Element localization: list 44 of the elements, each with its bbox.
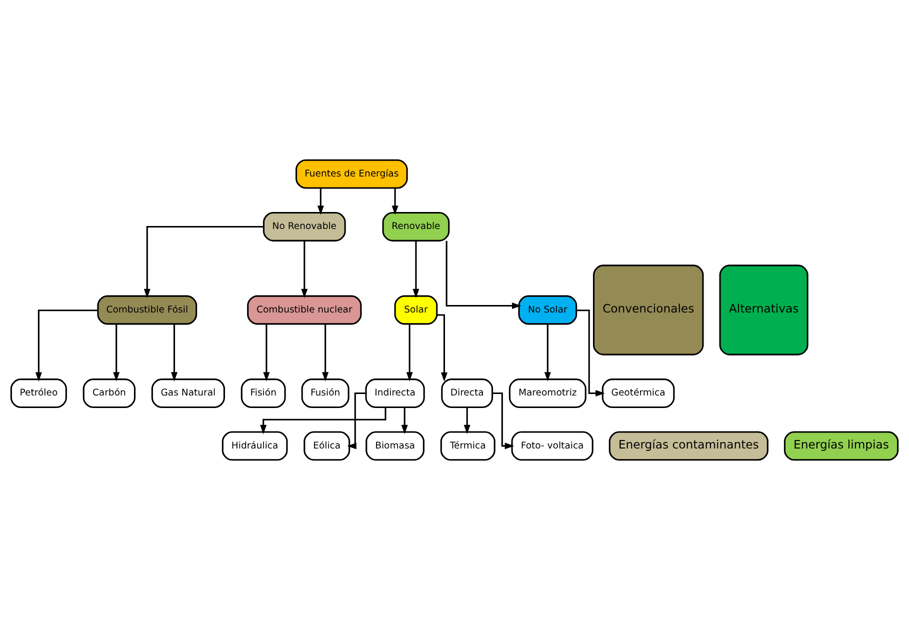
node-box: No Solar (518, 294, 578, 324)
node-box: Renovable (382, 212, 450, 241)
arrow (322, 324, 329, 381)
node-box: Gas Natural (151, 378, 225, 408)
node-box: Energías contaminantes (608, 430, 768, 460)
arrow (464, 406, 470, 434)
node-box: Biomasa (366, 430, 424, 460)
node-box: Fusión (301, 378, 350, 408)
node-box: Directa (441, 378, 494, 408)
node-box: Hidráulica (222, 430, 288, 460)
arrow (35, 309, 98, 382)
arrow (544, 324, 551, 381)
arrow (171, 324, 178, 381)
node-box: Convencionales (592, 264, 704, 355)
node-box: Alternativas (719, 264, 808, 355)
arrow (317, 188, 324, 214)
node-box: Térmica (440, 430, 496, 460)
node-box: Solar (394, 294, 438, 324)
node-box: Fisión (240, 378, 286, 408)
node-box: Indirecta (365, 378, 425, 408)
node-box: Mareomotriz (508, 378, 586, 408)
arrow (113, 324, 120, 381)
arrow (144, 225, 264, 298)
arrow (406, 324, 413, 381)
node-box: Energías limpias (784, 430, 899, 460)
node-box: Combustible Fósil (97, 294, 198, 324)
node-box: Combustible nuclear (247, 294, 362, 324)
arrow (437, 314, 448, 382)
arrow (260, 406, 386, 434)
arrow (301, 240, 308, 298)
node-box: Petróleo (10, 378, 67, 408)
node-box: Carbón (82, 378, 136, 408)
arrow (392, 188, 398, 214)
arrow (347, 392, 366, 449)
node-box: Foto- voltaica (511, 430, 594, 460)
arrow (492, 392, 514, 449)
arrow (446, 240, 522, 308)
arrow (263, 324, 270, 381)
node-box: Fuentes de Energías (296, 158, 408, 188)
arrow (401, 406, 408, 434)
node-box: Geotérmica (602, 378, 675, 408)
node-box: Eólica (304, 430, 350, 460)
node-box: No Renovable (262, 212, 346, 241)
arrow (412, 240, 420, 298)
